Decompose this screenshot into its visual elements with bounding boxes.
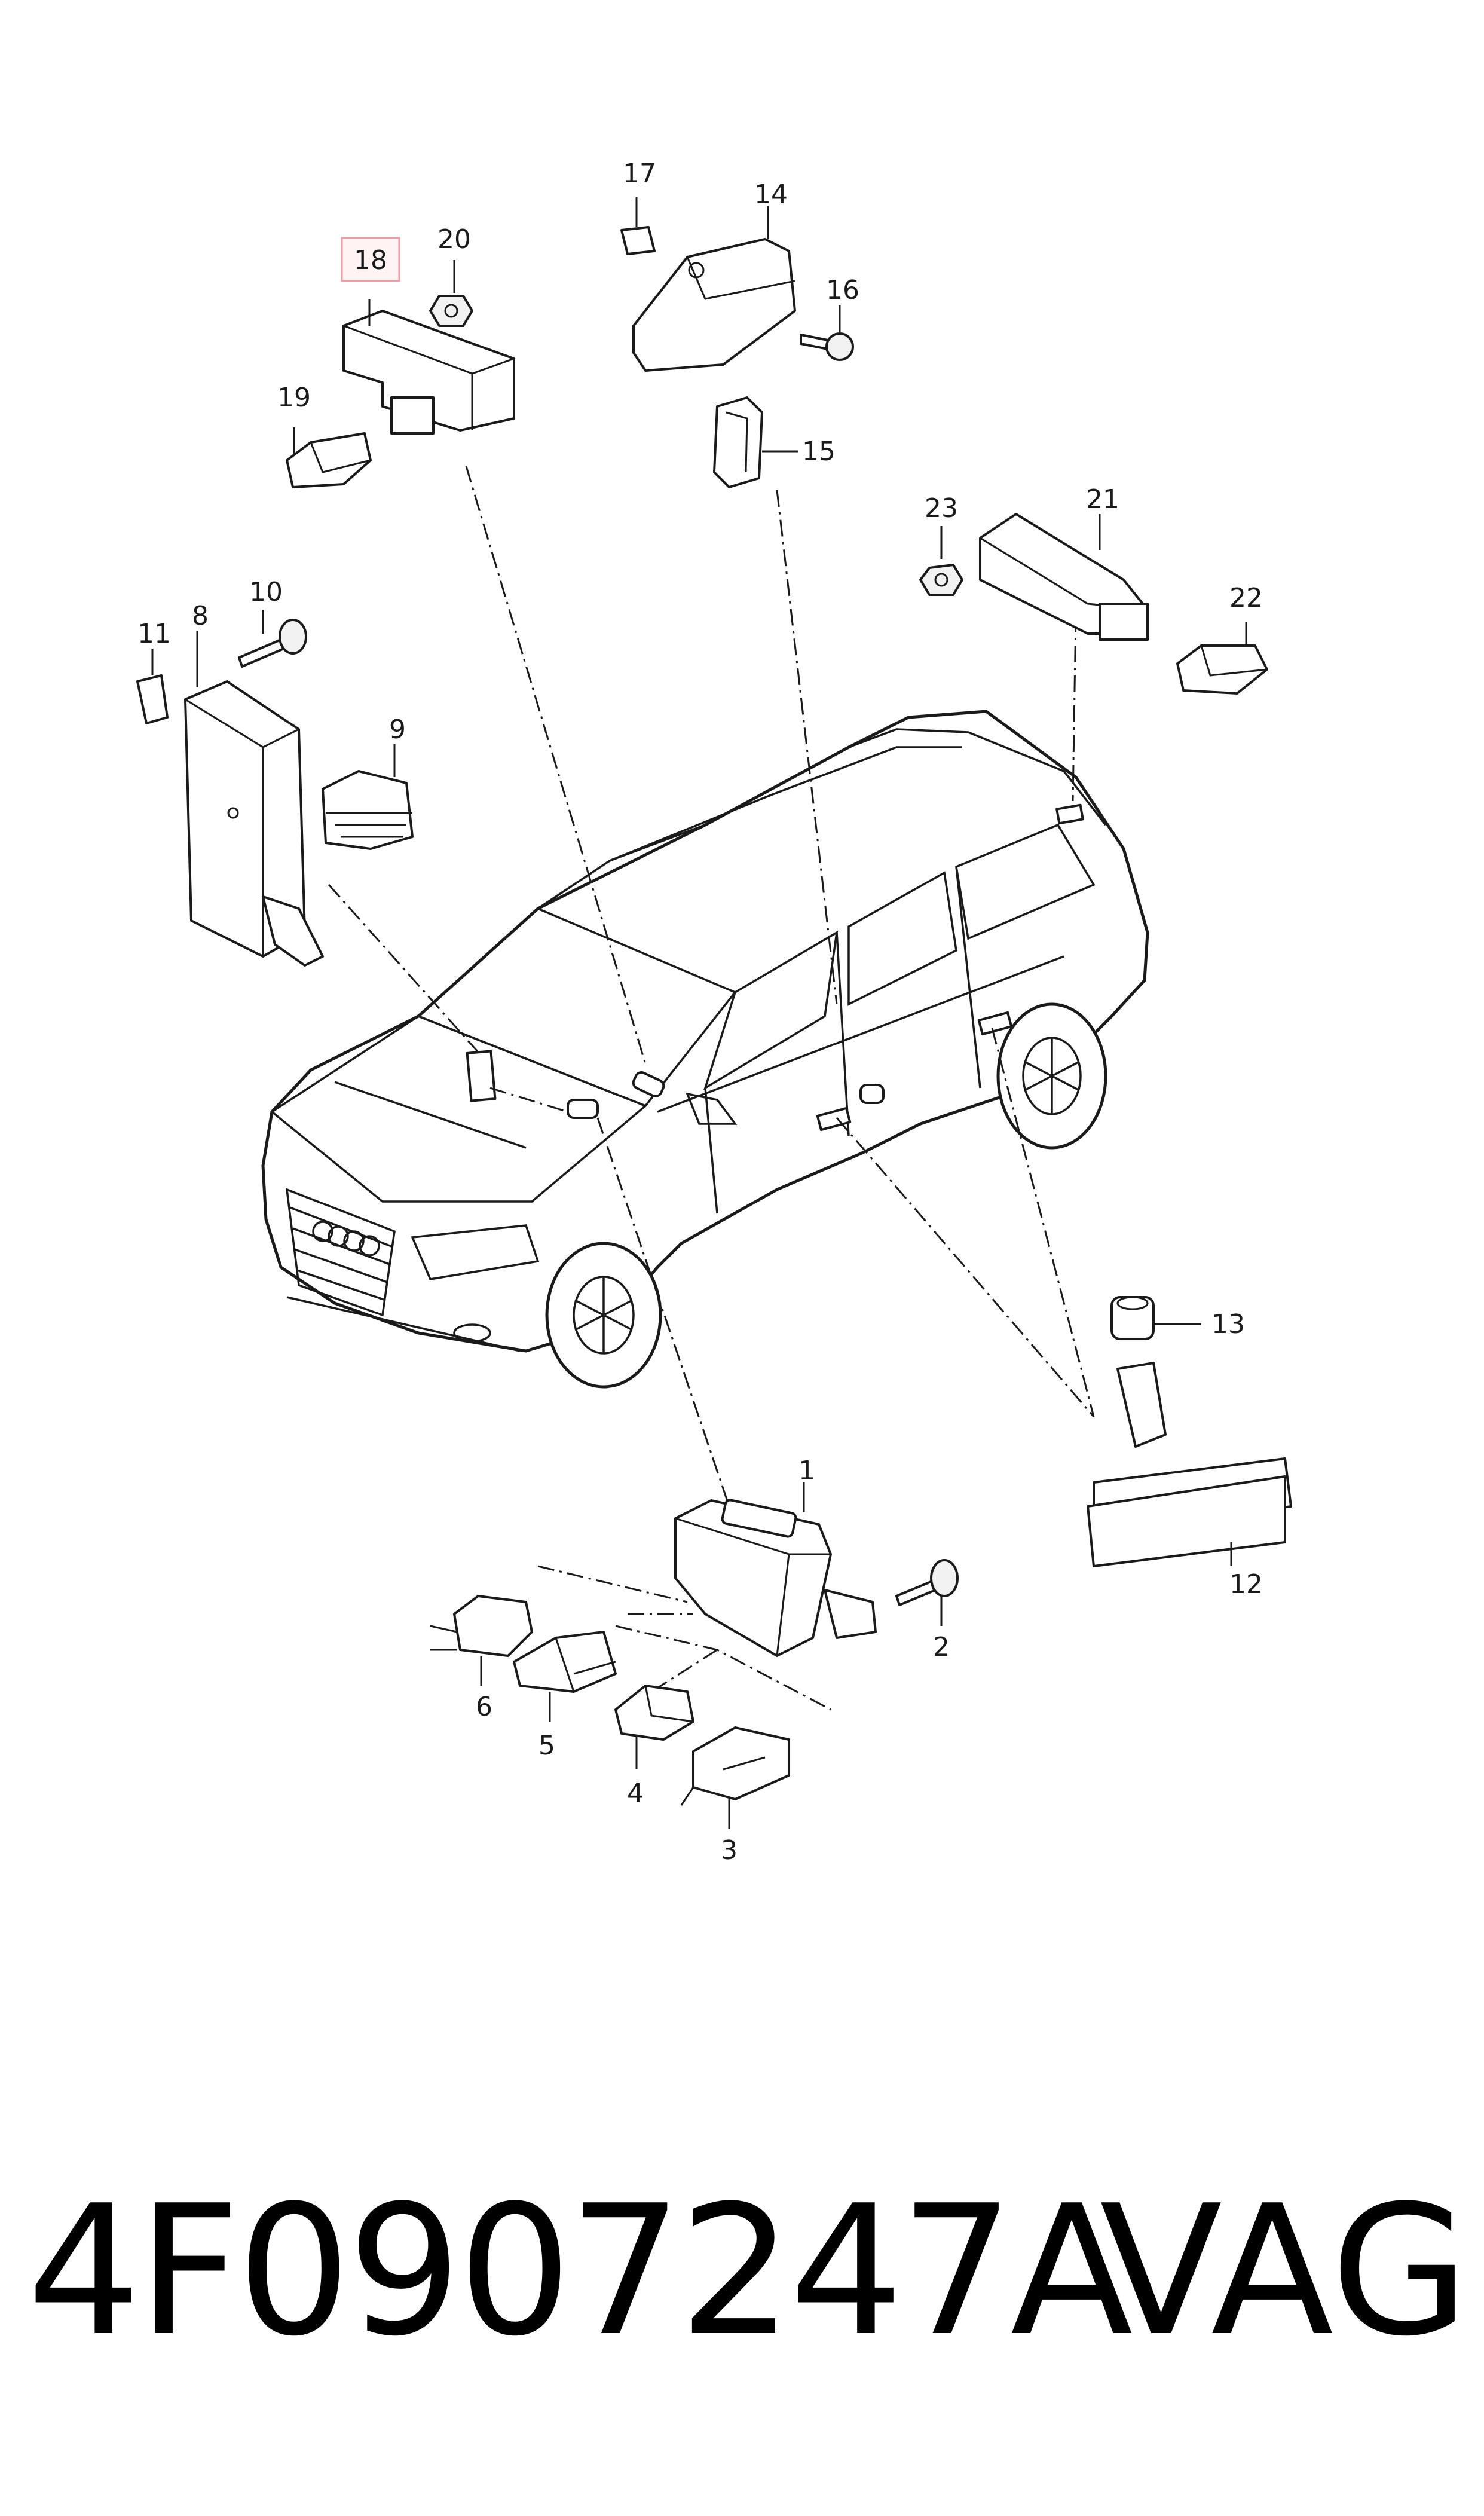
callout-14: 14	[754, 179, 788, 210]
callout-13: 13	[1211, 1309, 1245, 1340]
callout-5: 5	[538, 1731, 555, 1761]
callout-11: 11	[137, 619, 171, 649]
callout-4: 4	[627, 1778, 644, 1809]
part-2-bolt	[895, 1559, 959, 1626]
part-13-plug	[1110, 1296, 1201, 1340]
part-11-clip	[136, 649, 169, 724]
part-5-bracket	[513, 1631, 617, 1722]
part-number: 4F0907247A	[27, 2167, 1133, 2376]
callout-17: 17	[623, 158, 656, 189]
callout-2: 2	[933, 1632, 950, 1662]
part-6-connector	[430, 1595, 533, 1686]
callout-8: 8	[192, 601, 209, 631]
callout-22: 22	[1229, 583, 1263, 613]
highlighted-callout-box	[341, 237, 400, 282]
part-9-connector	[322, 744, 414, 850]
part-1-sensor-module	[674, 1482, 877, 1657]
callout-20: 20	[437, 224, 471, 255]
part-17-clip	[620, 197, 656, 255]
part-19-connector	[286, 427, 372, 488]
callout-16: 16	[826, 275, 859, 305]
part-15-connector	[713, 396, 798, 488]
callout-3: 3	[721, 1835, 738, 1866]
part-16-screw	[800, 305, 854, 361]
part-21-bracket	[979, 513, 1149, 641]
part-14-bracket	[632, 206, 796, 372]
leader-lines	[328, 466, 1095, 1711]
part-8-control-unit	[184, 631, 324, 967]
part-20-nut	[429, 260, 473, 327]
callout-1: 1	[798, 1456, 815, 1486]
callout-10: 10	[249, 577, 283, 607]
part-10-screw	[238, 610, 307, 668]
part-4-connector	[614, 1685, 694, 1769]
car-illustration	[261, 710, 1149, 1389]
part-18-control-module	[342, 299, 515, 435]
brand-name: VAG	[1100, 2167, 1470, 2376]
callout-6: 6	[476, 1692, 492, 1722]
callout-9: 9	[389, 714, 406, 745]
part-12-door-handle-sensor	[1087, 1362, 1292, 1567]
callout-21: 21	[1086, 484, 1119, 515]
part-3-cover	[680, 1726, 790, 1829]
callout-19: 19	[277, 383, 311, 413]
callout-18: 18	[354, 245, 387, 276]
callout-15: 15	[802, 436, 836, 467]
callout-12: 12	[1229, 1569, 1263, 1600]
part-23-nut	[919, 526, 963, 596]
callout-labels: 18 20 19 17 14 16 15 23 21 22 10 8 11 9 …	[137, 158, 1263, 1866]
part-22-connector	[1176, 622, 1268, 695]
callout-23: 23	[925, 493, 958, 524]
